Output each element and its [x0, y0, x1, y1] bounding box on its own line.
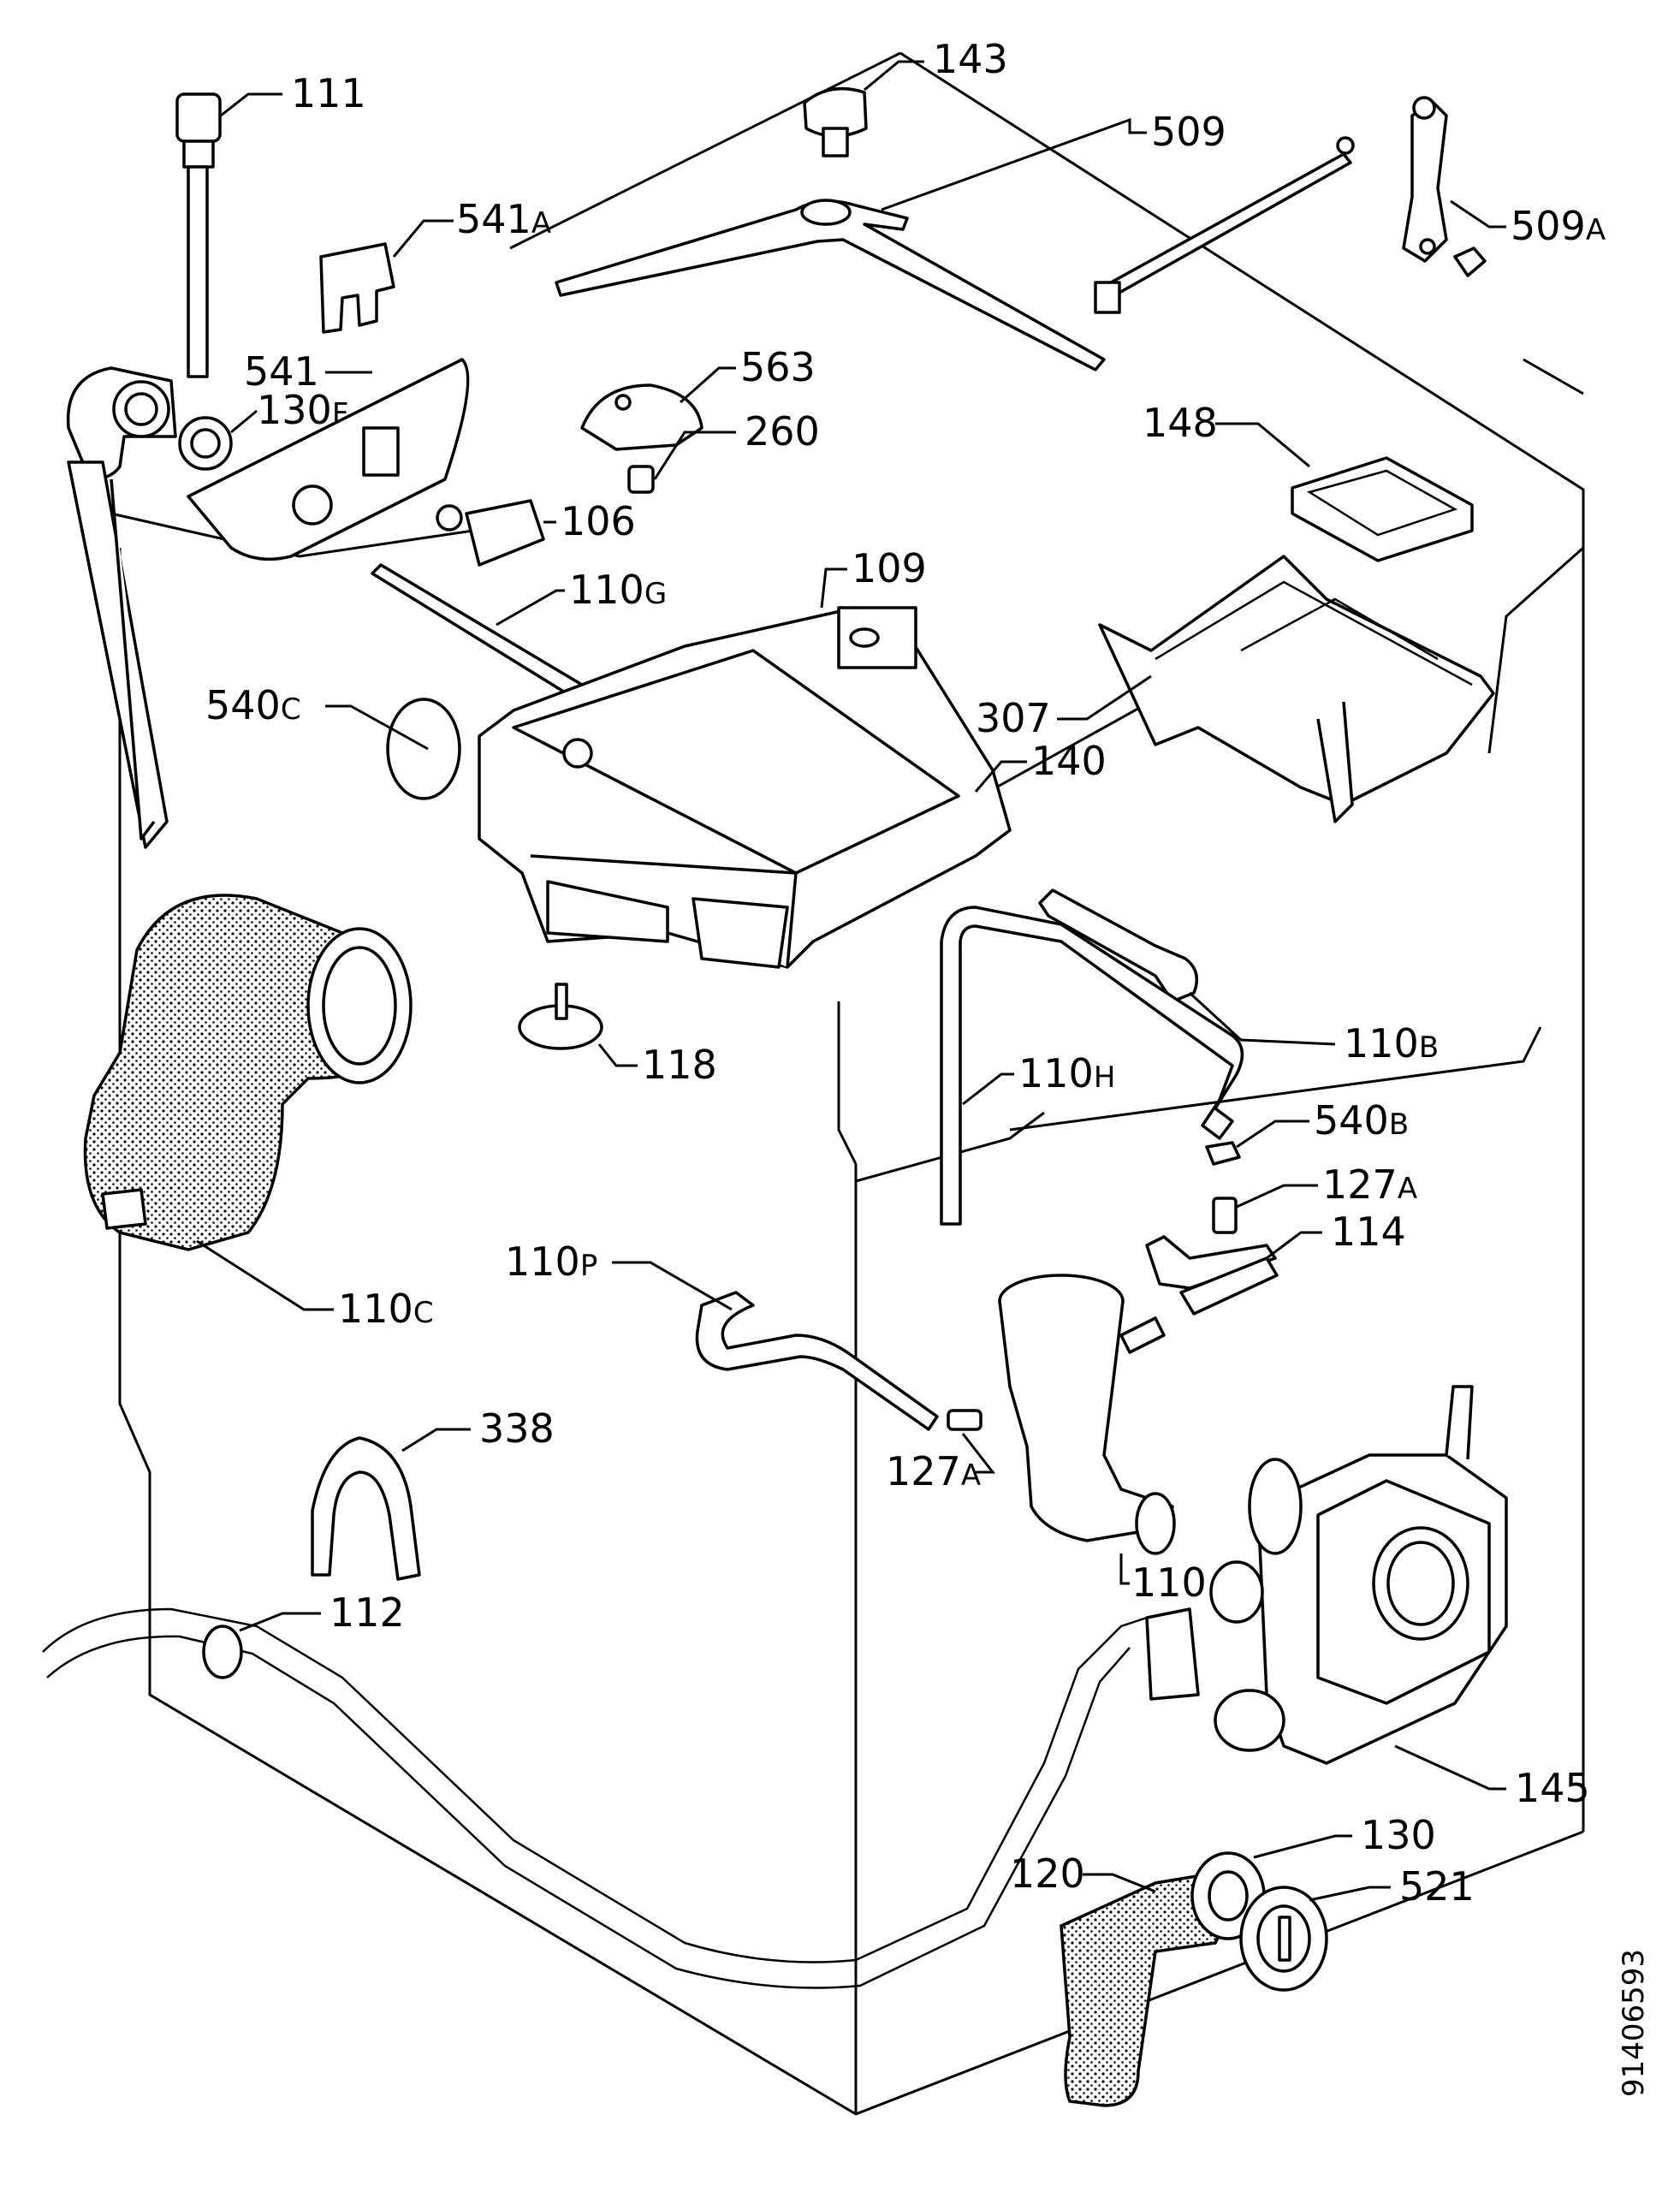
part-509a-bracket: 509A [1402, 96, 1606, 277]
part-110b-hose: 110B [1038, 888, 1439, 1066]
label-130: 130 [1361, 1812, 1436, 1858]
label-127a-upper: 127A [1322, 1161, 1417, 1208]
label-110p: 110P [505, 1239, 597, 1285]
label-120: 120 [1010, 1850, 1085, 1897]
part-110p-hose: 110P [505, 1239, 939, 1431]
part-114-pipe: 114 [1145, 1209, 1406, 1316]
part-338-clip: 338 [311, 1405, 555, 1581]
part-106-fitting: 106 [436, 498, 636, 567]
label-307: 307 [976, 695, 1051, 741]
part-127a-nozzle-lower: 127A [886, 1409, 996, 1494]
part-143-knob: 143 [803, 36, 1008, 157]
part-145-pump-housing: 145 [1209, 1385, 1590, 1811]
label-260: 260 [745, 408, 820, 454]
part-120-filter-hose: 120 [1010, 1850, 1235, 2107]
part-540b-clamp: 540B [1205, 1097, 1409, 1166]
part-118-gear: 118 [518, 983, 717, 1088]
part-541a-clip: 541A [319, 196, 551, 334]
label-338: 338 [479, 1405, 555, 1452]
reference-code: 91406593 [1617, 1949, 1651, 2097]
part-260-spring: 260 [627, 408, 820, 494]
label-140: 140 [1031, 738, 1107, 784]
part-110h-pipe: 110H [940, 906, 1244, 1226]
label-118: 118 [642, 1042, 717, 1088]
part-127a-nozzle-upper: 127A [1212, 1161, 1417, 1234]
part-109-140-dispenser-housing: 109 140 [478, 545, 1107, 969]
label-110h: 110H [1018, 1050, 1115, 1096]
label-110: 110 [1131, 1559, 1207, 1606]
label-509a: 509A [1511, 203, 1606, 249]
label-130f: 130F [257, 387, 348, 433]
label-509: 509 [1151, 109, 1226, 155]
part-307-drawer: 307 [976, 555, 1495, 823]
part-110c-bellow: 110C [83, 894, 434, 1332]
label-143: 143 [933, 36, 1008, 82]
label-563: 563 [740, 344, 816, 390]
part-563-cover: 563 [580, 344, 816, 451]
label-145: 145 [1515, 1765, 1590, 1811]
label-110g: 110G [569, 567, 667, 613]
part-509-lever: 509 [555, 109, 1355, 371]
part-148-insert: 148 [1143, 400, 1474, 562]
label-109: 109 [852, 545, 927, 591]
label-110c: 110C [338, 1286, 434, 1332]
part-110-sump-hose: 110 [998, 1274, 1207, 1606]
label-541: 541 [244, 348, 319, 395]
label-540c: 540C [205, 682, 301, 728]
part-540c-clamp: 540C [205, 682, 461, 800]
label-541a: 541A [456, 196, 551, 242]
label-521: 521 [1399, 1863, 1475, 1910]
part-521-cap: 521 [1239, 1863, 1475, 1992]
label-111: 111 [291, 70, 366, 116]
cabinet-outline [110, 51, 1585, 2116]
part-130f-hose-elbow: 130F [66, 366, 348, 849]
part-541-panel: 541 [187, 348, 470, 561]
label-127a-lower: 127A [886, 1448, 981, 1494]
label-114: 114 [1331, 1209, 1406, 1255]
label-148: 148 [1143, 400, 1218, 446]
label-540b: 540B [1314, 1097, 1409, 1143]
label-112: 112 [329, 1589, 405, 1636]
label-106: 106 [561, 498, 636, 544]
part-112-drain-hose: 112 [42, 1589, 1200, 1989]
label-110b: 110B [1344, 1020, 1439, 1066]
part-111-inlet-hose: 111 [175, 70, 366, 378]
